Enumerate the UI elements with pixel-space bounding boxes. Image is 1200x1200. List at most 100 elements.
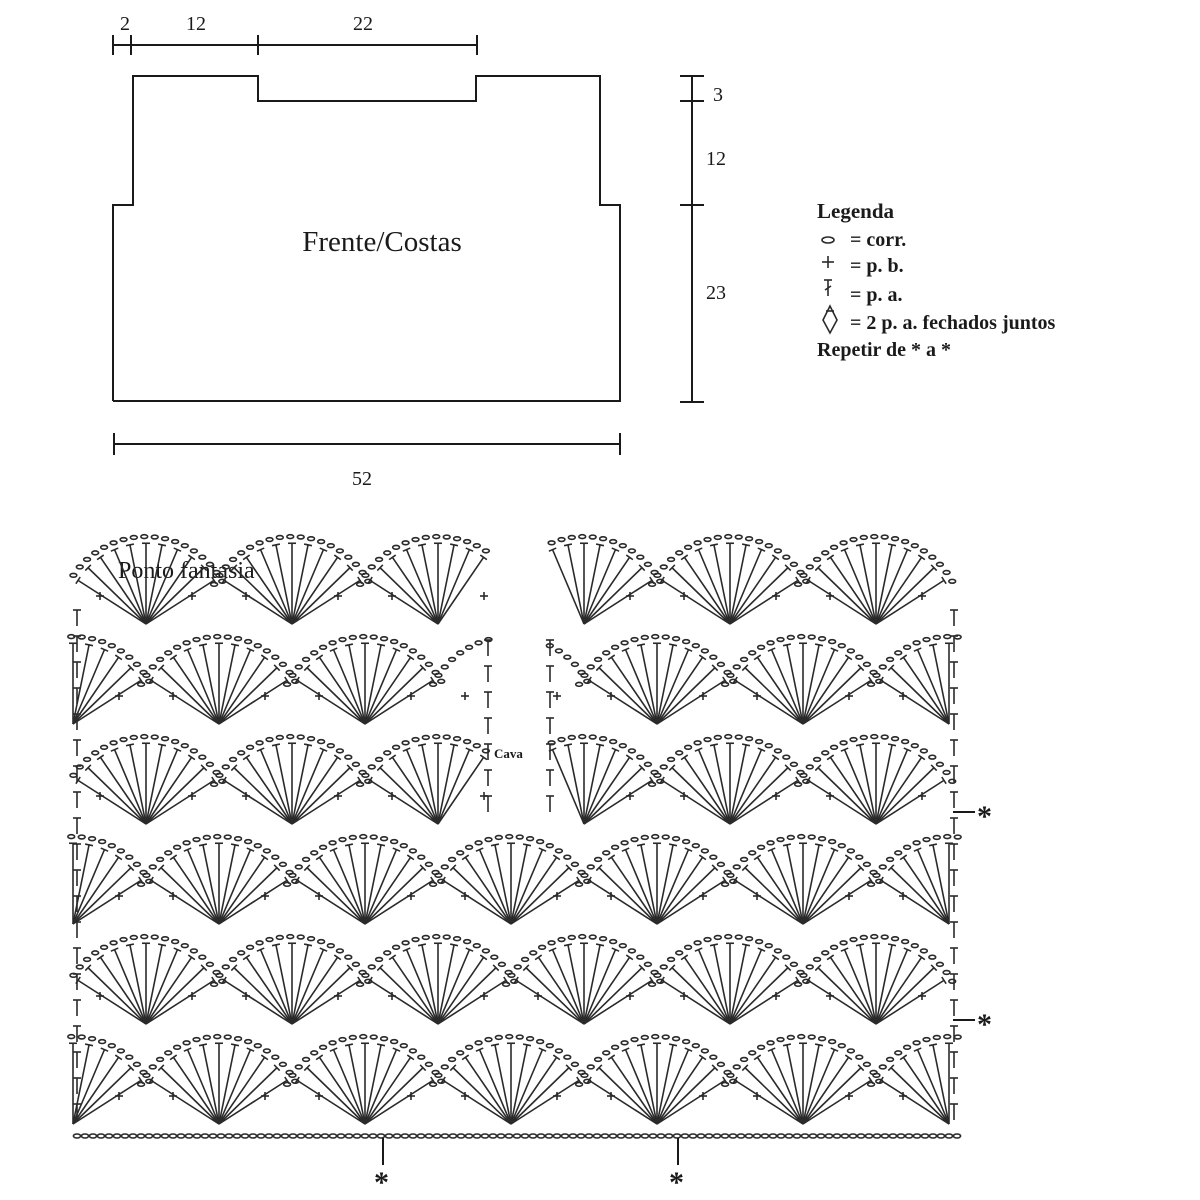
stitch-top-bar: [855, 543, 865, 547]
chain-stitch: [316, 538, 326, 545]
chain-stitch: [271, 854, 280, 860]
double-crochet-stitch: [843, 949, 877, 1025]
double-crochet-stitch: [379, 767, 439, 825]
chain-stitch: [501, 981, 511, 988]
double-crochet-stitch: [583, 744, 601, 825]
double-crochet-stitch: [610, 656, 658, 725]
chain-stitch: [849, 936, 858, 943]
chain-stitch: [520, 1133, 530, 1139]
chain-stitch: [348, 1034, 358, 1041]
chain-stitch: [885, 1056, 895, 1063]
chain-stitch: [160, 1133, 170, 1139]
chain-stitch: [885, 856, 895, 863]
chain-stitch: [529, 950, 538, 956]
dim-body-23: 23: [706, 282, 726, 304]
chain-stitch: [812, 956, 822, 963]
double-crochet-stitch: [306, 1067, 366, 1125]
double-crochet-stitch: [880, 879, 950, 925]
chain-stitch: [666, 956, 676, 963]
chain-stitch: [700, 848, 710, 854]
chain-stitch: [164, 650, 173, 656]
chain-stitch: [434, 1072, 443, 1079]
chain-stitch: [586, 864, 595, 870]
stitch-top-bar: [698, 1054, 707, 1061]
chain-stitch: [391, 544, 401, 550]
chain-stitch: [855, 854, 864, 860]
chain-stitch: [864, 1133, 874, 1139]
chain-stitch: [136, 1133, 146, 1139]
stitch-top-bar: [732, 676, 738, 685]
chain-stitch: [383, 950, 392, 956]
double-crochet-stitch: [202, 644, 220, 725]
chain-stitch: [829, 544, 839, 550]
double-crochet-stitch: [902, 1056, 950, 1125]
chain-stitch: [928, 1133, 938, 1139]
stitch-top-bar: [595, 664, 603, 672]
chain-stitch: [316, 938, 326, 945]
chain-stitch: [661, 834, 670, 840]
chain-stitch: [215, 972, 224, 979]
double-crochet-stitch: [598, 867, 658, 925]
chain-stitch: [421, 734, 431, 741]
double-crochet-stitch: [296, 679, 366, 725]
chain-stitch: [620, 640, 629, 646]
chain-stitch: [69, 772, 78, 779]
stitch-top-bar: [840, 947, 849, 952]
chain-stitch: [310, 850, 319, 856]
chain-stitch: [472, 542, 482, 549]
stitch-top-bar: [230, 964, 238, 972]
stitch-top-bar: [565, 1064, 573, 1072]
chain-stitch: [807, 634, 816, 640]
double-crochet-stitch: [729, 556, 777, 625]
chain-stitch: [630, 1036, 639, 1043]
double-crochet-stitch: [683, 756, 731, 825]
stitch-top-bar: [782, 643, 792, 647]
chain-stitch: [703, 936, 712, 943]
chain-stitch: [401, 940, 410, 946]
stitch-top-bar: [230, 643, 240, 647]
stitch-top-bar: [402, 947, 411, 952]
chain-stitch: [318, 644, 328, 650]
chain-stitch: [233, 636, 243, 642]
chain-stitch: [593, 1056, 603, 1063]
double-crochet-stitch: [291, 556, 339, 625]
stitch-top-bar: [157, 864, 165, 872]
legend-repeat-note: Repetir de * a *: [817, 339, 951, 361]
double-crochet-stitch: [218, 656, 266, 725]
chain-stitch: [255, 540, 264, 546]
chain-stitch: [693, 940, 702, 946]
stitch-top-bar: [465, 547, 474, 552]
dim-neck-22: 22: [353, 13, 373, 35]
chain-stitch: [320, 1133, 330, 1139]
chain-stitch: [440, 664, 449, 670]
stitch-top-bar: [84, 1043, 94, 1047]
chain-stitch: [734, 534, 743, 540]
chain-stitch: [348, 634, 358, 641]
chain-stitch: [716, 661, 726, 668]
chain-stitch: [760, 1133, 770, 1139]
chain-stitch: [288, 1133, 298, 1139]
chain-stitch: [866, 1081, 876, 1088]
double-crochet-stitch: [437, 749, 471, 825]
chain-stitch: [732, 664, 741, 670]
double-crochet-stitch: [145, 749, 179, 825]
double-crochet-stitch: [744, 867, 804, 925]
chain-stitch: [399, 842, 409, 849]
chain-stitch: [155, 856, 165, 863]
chain-stitch: [275, 534, 285, 541]
stitch-top-bar: [741, 864, 749, 872]
chain-stitch: [116, 648, 126, 654]
chain-stitch: [872, 872, 881, 879]
double-crochet-stitch: [442, 879, 512, 925]
chain-stitch: [142, 872, 151, 879]
chain-stitch: [160, 936, 170, 942]
chain-stitch: [176, 1133, 186, 1139]
double-crochet-stitch: [437, 949, 471, 1025]
chain-stitch: [243, 1038, 253, 1045]
chain-stitch: [228, 556, 238, 563]
chain-stitch: [754, 538, 764, 545]
double-crochet-stitch: [405, 949, 439, 1025]
chain-stitch: [935, 761, 945, 768]
stitch-top-bar: [230, 564, 238, 572]
chain-stitch: [651, 633, 660, 640]
